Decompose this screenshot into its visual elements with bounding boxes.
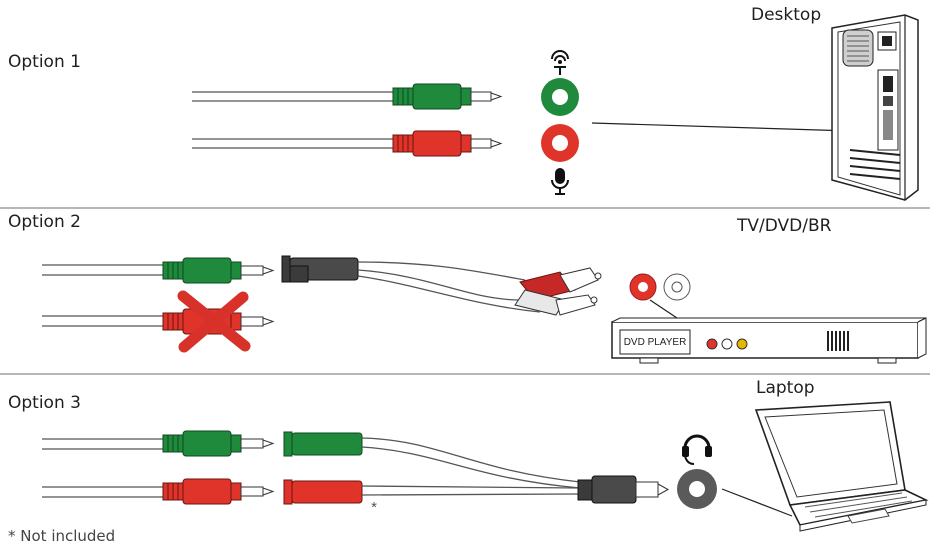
rca-red-jack — [629, 273, 657, 301]
option2-green-cable — [42, 257, 275, 284]
laptop-illustration — [754, 401, 929, 532]
option-3-label: Option 3 — [8, 393, 81, 413]
option1-green-cable — [192, 83, 503, 110]
tv-dvd-br-label: TV/DVD/BR — [737, 216, 832, 236]
green-jack — [541, 78, 579, 116]
red-x-icon — [177, 290, 251, 353]
desktop-label: Desktop — [751, 5, 822, 25]
adapter-cable — [281, 255, 602, 316]
pointer-line — [721, 488, 793, 517]
laptop-label: Laptop — [756, 378, 815, 398]
headphone-icon — [551, 50, 569, 75]
rca-white-jack — [663, 273, 691, 301]
desktop-tower-illustration — [831, 14, 919, 201]
option1-red-cable — [192, 130, 503, 157]
option3-green-cable — [42, 430, 275, 457]
splitter-adapter — [283, 431, 670, 505]
footnote: * Not included — [8, 527, 116, 545]
headset-icon — [682, 434, 712, 465]
footnote-marker: * — [371, 499, 377, 516]
option3-red-cable — [42, 478, 275, 505]
microphone-icon — [551, 168, 569, 195]
option-1-label: Option 1 — [8, 52, 81, 72]
dvd-player-illustration — [611, 317, 927, 364]
dvd-player-text: DVD PLAYER — [624, 337, 687, 348]
option2-red-cable-crossed — [42, 308, 275, 335]
combo-jack — [677, 469, 717, 509]
red-jack — [541, 124, 579, 162]
option-2-label: Option 2 — [8, 212, 81, 232]
